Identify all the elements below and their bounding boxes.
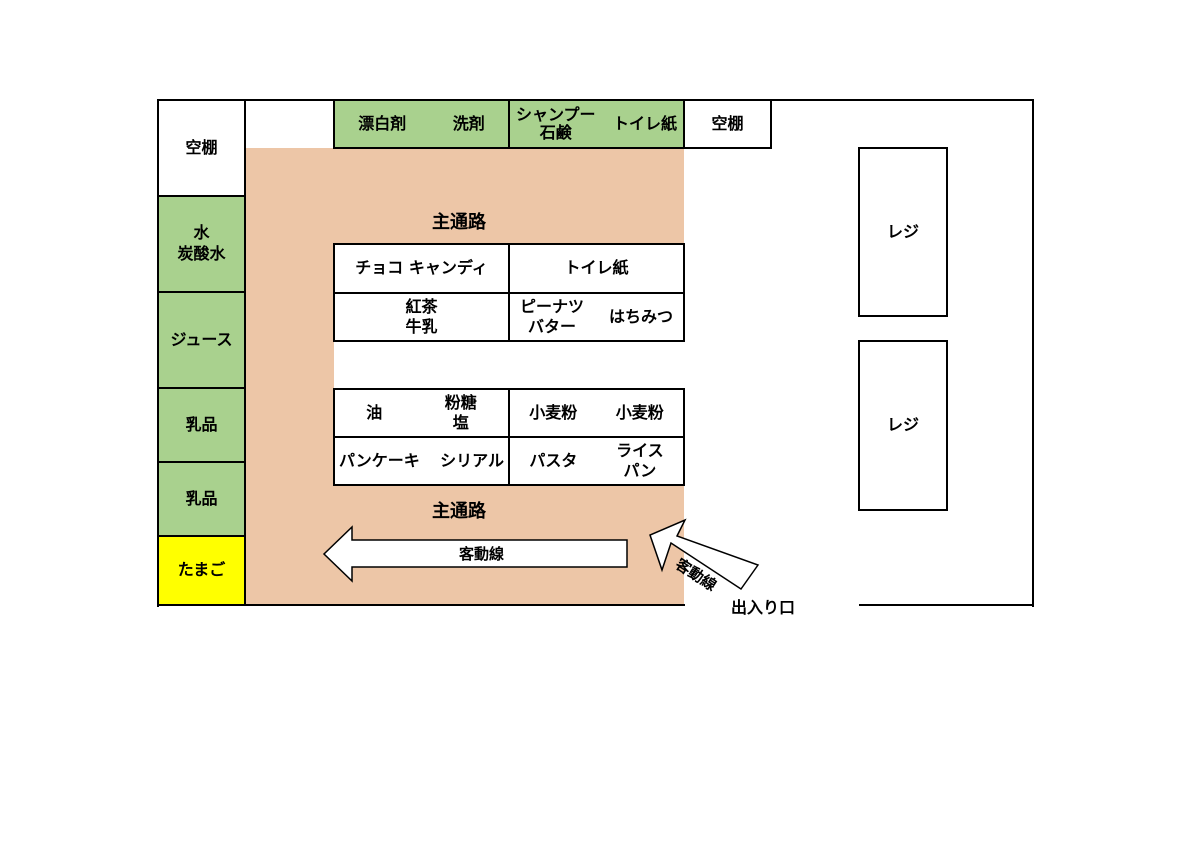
entrance-label: 出入り口 bbox=[731, 598, 796, 617]
shelf-shampoo-toilet: シャンプー 石鹸 トイレ紙 bbox=[508, 99, 685, 149]
shelf-label: 油 bbox=[366, 402, 383, 422]
register-2: レジ bbox=[858, 340, 948, 511]
shelf-label: トイレ紙 bbox=[612, 113, 677, 133]
shelf-label: 小麦粉 bbox=[615, 402, 664, 422]
shelf-label: ジュース bbox=[170, 329, 233, 349]
island-gap bbox=[334, 340, 684, 389]
shelf-juice: ジュース bbox=[157, 291, 246, 389]
shelf-label: 乳品 bbox=[185, 414, 218, 434]
shelf-label: シリアル bbox=[440, 450, 504, 470]
wall-bottom-right bbox=[859, 604, 1034, 606]
shelf-label: ライス パン bbox=[616, 441, 664, 480]
shelf-label: 空棚 bbox=[185, 137, 218, 157]
shelf-dairy-2: 乳品 bbox=[157, 461, 246, 537]
customer-flow-label-1: 客動線 bbox=[459, 545, 505, 563]
shelf-chocolate-candy: チョコ キャンディ bbox=[333, 243, 510, 294]
shelf-label: パスタ bbox=[529, 450, 578, 470]
shelf-empty-left: 空棚 bbox=[157, 99, 246, 197]
shelf-tea-milk: 紅茶 牛乳 bbox=[333, 292, 510, 342]
shelf-label: 乳品 bbox=[185, 488, 218, 508]
shelf-label: 小麦粉 bbox=[529, 402, 578, 422]
shelf-pancake-cereal: パンケーキ シリアル bbox=[333, 436, 510, 486]
shelf-label: ピーナツ バター bbox=[520, 297, 585, 336]
wall-right bbox=[1032, 99, 1034, 607]
shelf-label: パンケーキ bbox=[339, 450, 420, 470]
shelf-label: たまご bbox=[177, 560, 226, 580]
shelf-label: シャンプー 石鹸 bbox=[516, 104, 596, 142]
register-1: レジ bbox=[858, 147, 948, 317]
wall-bottom-left bbox=[157, 604, 685, 606]
shelf-flour: 小麦粉 小麦粉 bbox=[508, 388, 685, 438]
shelf-label: トイレ紙 bbox=[564, 258, 629, 278]
shelf-label: 洗剤 bbox=[452, 113, 485, 133]
customer-flow-arrow-diagonal bbox=[649, 518, 760, 591]
register-label: レジ bbox=[886, 221, 919, 241]
shelf-pasta-rice-bread: パスタ ライス パン bbox=[508, 436, 685, 486]
register-label: レジ bbox=[886, 415, 919, 435]
shelf-label: 水 炭酸水 bbox=[177, 223, 226, 263]
shelf-eggs: たまご bbox=[157, 535, 246, 606]
shelf-label: 空棚 bbox=[711, 113, 744, 133]
shelf-empty-top: 空棚 bbox=[683, 99, 772, 149]
shelf-toilet-paper: トイレ紙 bbox=[508, 243, 685, 294]
shelf-label: チョコ キャンディ bbox=[355, 258, 488, 278]
shelf-label: 漂白剤 bbox=[358, 113, 407, 133]
shelf-label: 粉糖 塩 bbox=[444, 393, 477, 432]
main-aisle-label-top: 主通路 bbox=[432, 212, 486, 233]
shelf-label: 紅茶 牛乳 bbox=[405, 297, 438, 336]
shelf-label: はちみつ bbox=[608, 306, 673, 326]
shelf-bleach-detergent: 漂白剤 洗剤 bbox=[333, 99, 510, 149]
shelf-peanut-butter-honey: ピーナツ バター はちみつ bbox=[508, 292, 685, 342]
customer-flow-arrow-left bbox=[322, 525, 628, 583]
shelf-dairy-1: 乳品 bbox=[157, 387, 246, 463]
main-aisle-label-bottom: 主通路 bbox=[432, 501, 486, 522]
